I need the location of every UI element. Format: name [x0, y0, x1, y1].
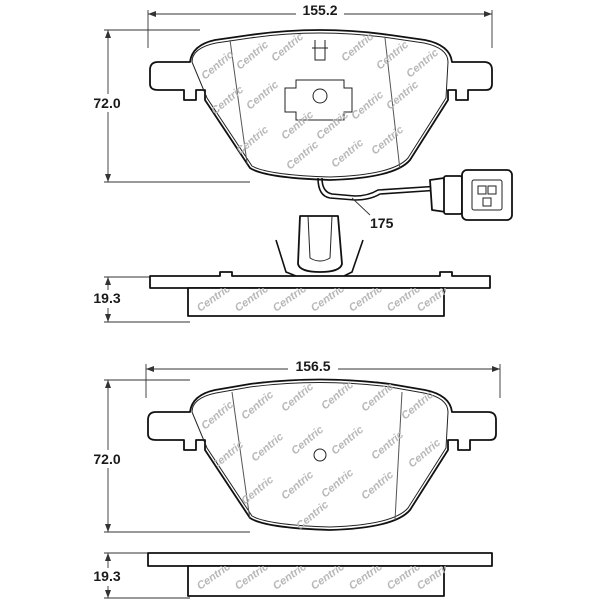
- bottom-thickness-label: 19.3: [93, 568, 120, 584]
- bottom-width-label: 156.5: [295, 358, 330, 374]
- top-center-clip: [284, 79, 353, 121]
- top-thickness-dimension: 19.3: [84, 276, 190, 323]
- top-friction-area: [191, 32, 449, 178]
- bottom-friction-area: [191, 382, 449, 528]
- bottom-backing-plate: [147, 378, 497, 531]
- bottom-side-friction: [187, 565, 445, 597]
- bottom-center-mark: [313, 448, 327, 462]
- top-pad-view: 155.2 72.0 175: [84, 2, 513, 231]
- bottom-pad-view: 156.5 72.0 Centric Centric Centric Centr…: [84, 358, 501, 533]
- top-width-label: 155.2: [302, 2, 337, 18]
- top-thickness-label: 19.3: [93, 290, 120, 306]
- top-side-view: 19.3 Centric Centric Centric Centric Cen…: [84, 215, 491, 323]
- top-side-friction: [187, 287, 445, 317]
- sensor-wire: [317, 177, 441, 201]
- top-width-dimension: 155.2: [147, 2, 493, 48]
- top-sensor-hole: [312, 88, 328, 104]
- wire-length-label: 175: [370, 215, 394, 231]
- bottom-side-backing: [147, 552, 493, 567]
- spring-clip: [297, 215, 343, 273]
- top-side-backing: [149, 271, 491, 289]
- bottom-width-dimension: 156.5: [145, 358, 501, 398]
- sensor-connector: [429, 169, 513, 221]
- top-height-label: 72.0: [93, 95, 120, 111]
- bottom-thickness-dimension: 19.3: [84, 552, 190, 599]
- bottom-side-view: 19.3 Centric Centric Centric Centric Cen…: [84, 552, 493, 599]
- top-height-dimension: 72.0: [84, 29, 250, 183]
- top-backing-plate: [149, 29, 493, 181]
- bottom-height-dimension: 72.0: [84, 379, 250, 533]
- bottom-height-label: 72.0: [93, 451, 120, 467]
